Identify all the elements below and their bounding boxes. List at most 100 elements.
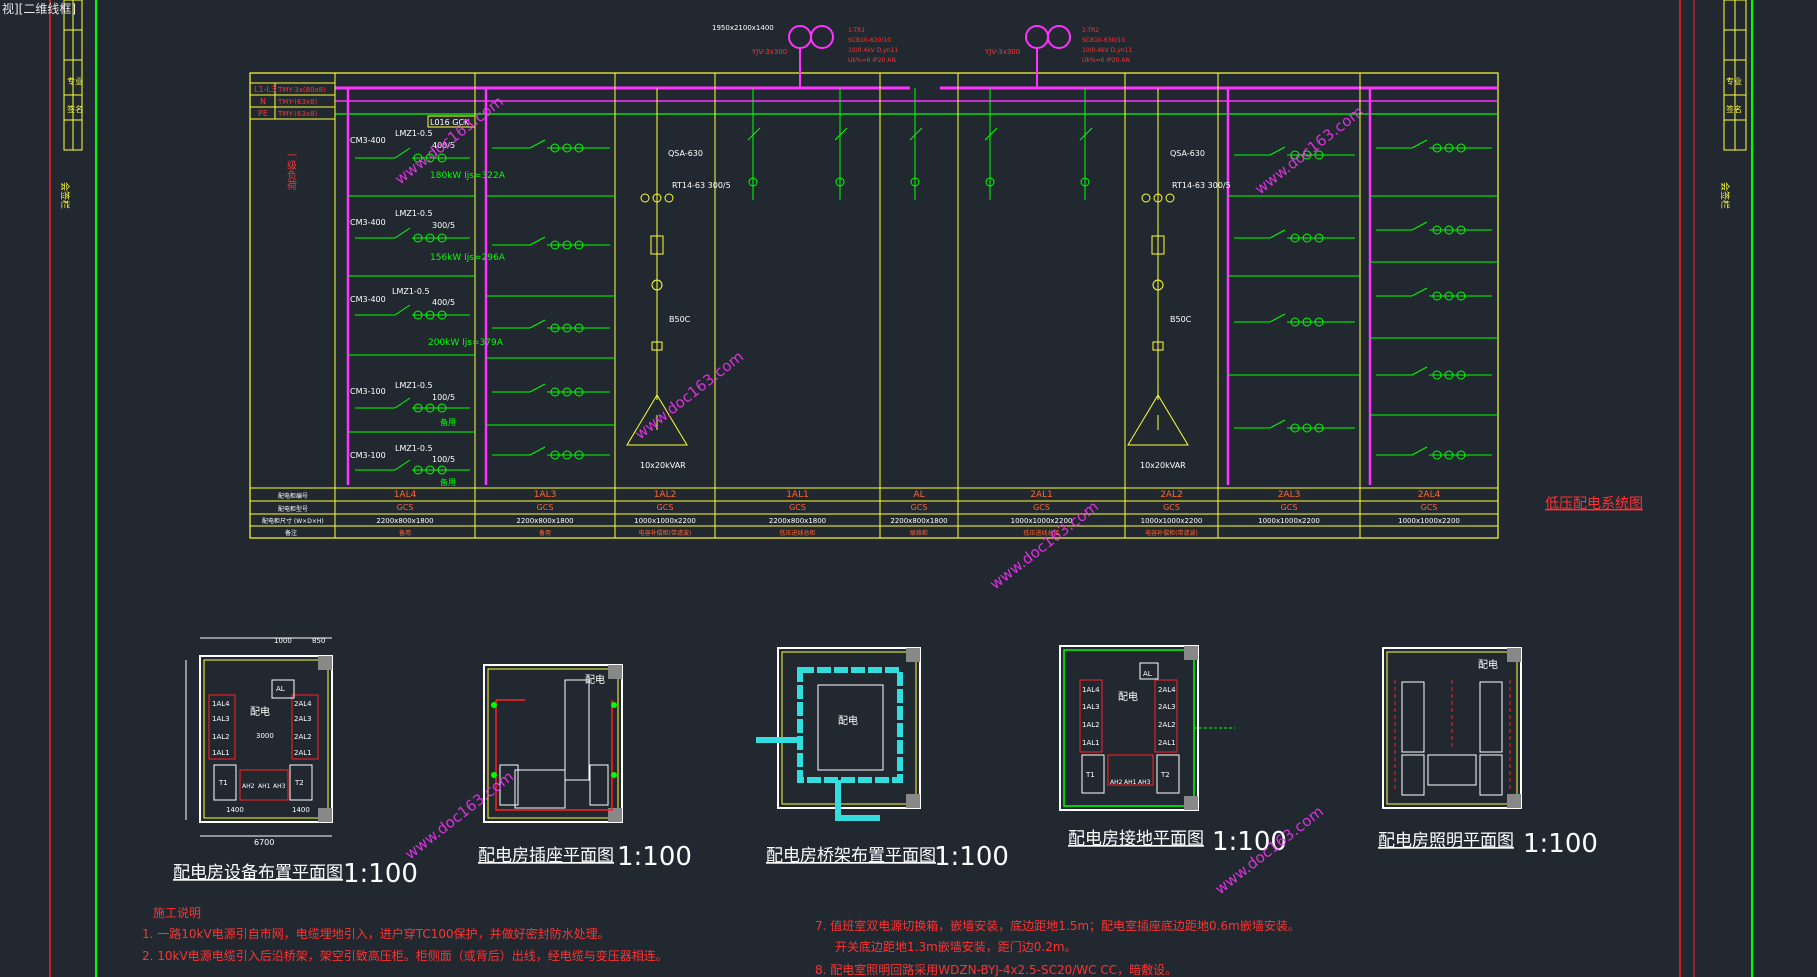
tr2-spec-3: 10/0.4kV D,yn11 [1082,47,1132,54]
tr1-spec-1: 1-TR1 [848,27,865,34]
panel-size-cell: 1000x1000x2200 [1258,517,1320,525]
ground-eq: 1AL4 [1082,686,1100,694]
watermark: www.doc163.com [1251,102,1367,198]
ground-eq: 2AL1 [1158,739,1176,747]
dim-mid: 3000 [256,732,274,740]
load-label: 156kW Ijs=296A [430,253,506,263]
ground-eq: AH1 [1124,779,1137,786]
panel-schedule-table: 配电柜编号 配电柜型号 配电柜尺寸 (W×D×H) 备注 [250,487,1498,537]
meter-label: LMZ1-0.5 [395,381,433,390]
panel-id-cell: AL [913,490,924,500]
plan-scale-5: 1:100 [1523,829,1598,859]
tr1-spec-2: SCB10-630/10 [848,37,891,44]
panel-size-cell: 1000x1000x2200 [1011,517,1073,525]
panel-note-cell: 低压进线总柜 [779,529,815,537]
ground-eq: 1AL1 [1082,739,1100,747]
panel-size-cell: 1000x1000x2200 [634,517,696,525]
plan-equipment-layout[interactable]: 配电 1AL4 1AL3 1AL2 1AL1 AL 2AL4 2AL3 2AL2… [185,637,333,847]
meter-label: LMZ1-0.5 [392,287,430,296]
viewport-label[interactable]: 视][二维线框] [2,2,77,16]
eq-1al4: 1AL4 [212,700,230,708]
plan-cable-tray[interactable]: 配电 [756,647,921,821]
note-right-1: 7. 值班室双电源切换箱，嵌墙安装，底边距地1.5m；配电室插座底边距地0.6m… [815,918,1300,933]
panel-type-cell: GCS [911,503,928,512]
plan-title-5: 配电房照明平面图 [1378,831,1514,851]
ground-eq: AH3 [1138,779,1151,786]
transformer-size: 1950x2100x1400 [712,24,774,32]
bus-label-l: L1-L3 [254,85,276,94]
panel-size-cell: 2200x800x1800 [516,517,573,525]
note-left-2: 2. 10kV电源电缆引入后沿桥架，架空引致高压柜。柜侧面（或背后）出线，经电缆… [142,948,668,963]
dim-top-right: 850 [312,637,325,645]
eq-ah2: AH2 [242,783,255,790]
capacitor-panel-right [1127,88,1189,446]
room-label: 配电 [1478,658,1498,671]
panel-type-cell: GCS [1421,503,1438,512]
left-stamp: 会签栏 [59,182,71,209]
panel-id-cell: 1AL2 [654,490,677,500]
transformer-left: 1950x2100x1400 YJV-3x300 1-TR1 SCB10-630… [712,24,898,88]
right-title-block: 专业 签名 会签栏 [1719,0,1747,209]
note-right-3: 8. 配电室照明回路采用WDZN-BYJ-4x2.5-SC20/WC CC，暗敷… [815,962,1177,977]
panel-size-cell: 2200x800x1800 [890,517,947,525]
system-diagram-title: 低压配电系统图 [1545,496,1643,512]
busbar-spec-2: TMY-(63x8) [277,98,318,106]
panel-id-cell: 2AL1 [1030,490,1053,500]
breaker-label: CM3-100 [350,387,386,396]
left-title-block: 专业 签名 会签栏 [59,0,83,209]
panel-cells: 1AL4GCS2200x800x1800备用1AL3GCS2200x800x18… [376,490,1460,537]
room-label: 配电 [585,673,605,686]
meter-label: LMZ1-0.5 [395,209,433,218]
breaker-label: CM3-100 [350,451,386,460]
plan-scale-4: 1:100 [1212,827,1287,857]
ground-eq: 2AL2 [1158,721,1176,729]
plan-titles: 配电房设备布置平面图 1:100 配电房插座平面图 1:100 配电房桥架布置平… [173,827,1598,889]
tr1-spec-4: Uk%=6 IP20 AN [848,57,896,64]
ground-eq: 1AL3 [1082,703,1100,711]
room-label: 配电 [250,705,270,718]
panel-type-cell: GCS [657,503,674,512]
ground-eq: T1 [1085,771,1095,779]
dim-b2: 1400 [292,806,310,814]
plan-grounding[interactable]: 配电 AL 1AL4 1AL3 1AL2 1AL1 2AL4 2AL3 2AL2… [1059,645,1235,811]
dim-top: 1000 [274,637,292,645]
load-label: 200kW Ijs=379A [428,338,504,348]
title-cell-4: 签名 [1726,104,1742,114]
eq-1al1: 1AL1 [212,749,230,757]
note-right-2: 开关底边距地1.3m嵌墙安装，距门边0.2m。 [835,939,1077,954]
panel-type-cell: GCS [537,503,554,512]
plan-socket-layout[interactable]: 配电 [483,664,623,823]
rt-right: RT14-63 300/5 [1172,181,1231,190]
panel-type-cell: GCS [397,503,414,512]
ct-label: 400/5 [432,141,455,150]
ground-eq: 2AL4 [1158,686,1176,694]
panel-size-cell: 2200x800x1800 [769,517,826,525]
panel-type-cell: GCS [1033,503,1050,512]
dim-b1: 1400 [226,806,244,814]
eq-2al3: 2AL3 [294,715,312,723]
busbar-spec-1: TMY-3x(80x8) [277,86,326,94]
bus-label-n: N [260,97,266,106]
title-cell-3: 专业 [1726,76,1742,86]
panel-id-cell: 2AL2 [1160,490,1183,500]
panel-id-cell: 1AL1 [786,490,809,500]
eq-t2: T2 [294,779,304,787]
panel-size-cell: 2200x800x1800 [376,517,433,525]
construction-notes: 施工说明 1. 一路10kV电源引自市网，电缆埋地引入，进户穿TC100保护，并… [142,905,1300,977]
transformer-cable-right: YJV-3x300 [984,48,1020,56]
ground-eq: T2 [1160,771,1170,779]
plan-lighting[interactable]: 配电 [1382,647,1522,809]
capacitor-panel-left [626,88,688,446]
row-header-note: 备注 [285,529,297,537]
system-diagram[interactable]: L1-L3 N PE TMY-3x(80x8) TMY-(63x8) TMY-(… [249,24,1643,539]
transformer-right: YJV-3x300 2-TR2 SCB10-630/10 10/0.4kV D,… [984,25,1132,88]
eq-1al3: 1AL3 [212,715,230,723]
feeder-breakers-other [492,139,1492,460]
panel-id-cell: 1AL4 [394,490,417,500]
incoming-panels [747,88,1093,200]
qsa-right: QSA-630 [1170,149,1205,158]
eq-2al4: 2AL4 [294,700,312,708]
eq-2al2: 2AL2 [294,733,312,741]
panel-note-cell: 联络柜 [910,529,928,537]
